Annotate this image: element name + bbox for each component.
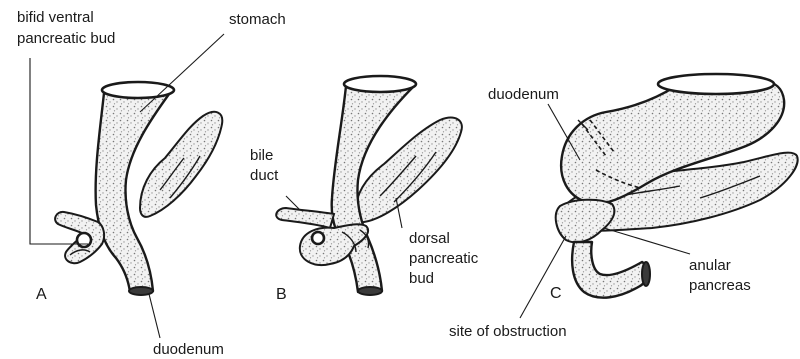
label-stomach: stomach bbox=[229, 11, 286, 28]
label-bifid-ventral-line1: bifid ventral bbox=[17, 9, 94, 26]
anular-ring bbox=[556, 200, 615, 243]
duodenum-b-opening bbox=[358, 287, 382, 295]
label-duodenum-c: duodenum bbox=[488, 86, 559, 103]
duodenum-c-opening bbox=[642, 262, 650, 286]
label-bile-line2: duct bbox=[250, 167, 278, 184]
label-bile-line1: bile bbox=[250, 147, 273, 164]
label-anular-line2: pancreas bbox=[689, 277, 751, 294]
leader-anular-pancreas bbox=[604, 228, 690, 254]
duodenum-loop-c bbox=[572, 242, 647, 298]
panel-c-drawing bbox=[556, 74, 798, 298]
stomach-b-opening bbox=[344, 76, 416, 92]
label-anular-line1: anular bbox=[689, 257, 731, 274]
panel-letter-a: A bbox=[36, 286, 47, 303]
stomach-c-opening bbox=[658, 74, 774, 94]
leader-obstruction bbox=[520, 236, 566, 318]
dorsal-bud-a bbox=[140, 112, 222, 217]
label-dorsal-line3: bud bbox=[409, 270, 434, 287]
leader-stomach bbox=[140, 34, 224, 112]
label-bifid-ventral-line2: pancreatic bud bbox=[17, 30, 115, 47]
panel-letter-c: C bbox=[550, 285, 562, 302]
leader-duodenum-a bbox=[149, 294, 160, 338]
label-dorsal-line2: pancreatic bbox=[409, 250, 478, 267]
panel-letter-b: B bbox=[276, 286, 287, 303]
bile-duct-b bbox=[276, 208, 334, 228]
label-duodenum-a: duodenum bbox=[153, 341, 224, 358]
panel-a-drawing bbox=[55, 82, 222, 295]
label-dorsal-line1: dorsal bbox=[409, 230, 450, 247]
label-site-of-obstruction: site of obstruction bbox=[449, 323, 567, 340]
duodenum-a-opening bbox=[129, 287, 153, 295]
